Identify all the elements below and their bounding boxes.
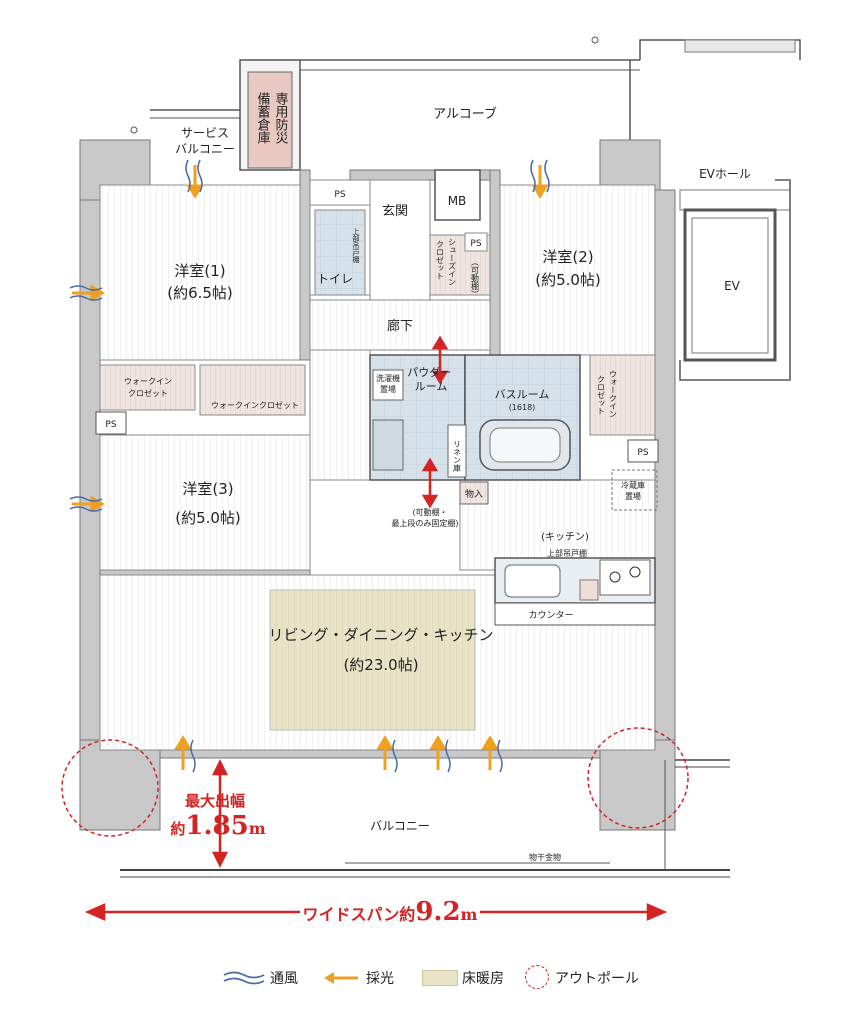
label-ev-hall: EVホール — [699, 167, 751, 181]
label-walkin3-col2: クロゼット — [597, 375, 606, 415]
label-bath-size: (1618) — [509, 403, 536, 412]
legend-outpole: アウトポール — [555, 971, 639, 987]
label-ps-shoe: PS — [470, 239, 481, 249]
label-toilet: トイレ — [317, 272, 353, 286]
ev-shaft — [679, 179, 791, 381]
walls — [79, 139, 791, 831]
span-value-line: ワイドスパン約9.2m — [303, 897, 478, 927]
label-ps-right: PS — [637, 448, 648, 458]
span-value: 9.2 — [415, 897, 460, 927]
label-service-balcony-2: バルコニー — [175, 142, 235, 156]
label-room3: 洋室(3) — [182, 480, 233, 498]
closets — [95, 354, 659, 463]
legend: 通風 採光 床暖房 アウトポール — [0, 960, 842, 1000]
depth-value-line: 約1.85m — [170, 811, 265, 841]
depth-prefix: 約 — [170, 820, 185, 838]
passage-arrows — [84, 335, 668, 921]
kitchen-unit — [494, 557, 656, 626]
label-shelf-note-2: 最上段のみ固定棚) — [391, 518, 458, 528]
label-washer-1: 洗濯機 — [376, 373, 400, 383]
label-room2: 洋室(2) — [542, 248, 593, 266]
label-corridor: 廊下 — [387, 318, 413, 334]
label-fridge-1: 冷蔵庫 — [621, 480, 645, 490]
label-walkin2: ウォークインクロゼット — [211, 400, 299, 410]
label-room3-size: (約5.0帖) — [175, 509, 241, 527]
label-storage-small: 物入 — [465, 488, 483, 500]
legend-floor-heating: 床暖房 — [462, 971, 504, 987]
label-walkin1-2: クロゼット — [128, 388, 168, 398]
label-ev: EV — [724, 279, 741, 293]
wind-icon — [223, 971, 265, 985]
label-powder-2: ルーム — [415, 380, 448, 393]
label-balcony: バルコニー — [370, 819, 430, 833]
label-room1-size: (約6.5帖) — [167, 284, 233, 302]
label-upper-toilet: 上部吊戸棚 — [352, 227, 360, 264]
label-fridge-2: 置場 — [625, 491, 641, 501]
light-icon — [324, 972, 358, 984]
label-shelf-note-1: (可動棚・ — [412, 507, 447, 517]
balcony-area — [120, 759, 730, 878]
wind-marks — [69, 159, 550, 773]
label-shoe-col2: クロゼット — [436, 240, 445, 280]
label-powder: パウダー ルーム — [407, 365, 455, 393]
label-drying: 物干金物 — [529, 852, 561, 862]
label-upper-cabinet-kitchen: 上部吊戸棚 — [547, 548, 587, 558]
label-ps-left: PS — [105, 420, 116, 430]
dimension-callouts: 最大出幅 約1.85m ワイドスパン約9.2m — [170, 792, 477, 927]
label-ldk: リビング・ダイニング・キッチン — [268, 626, 493, 644]
labels: アルコーブ EVホール EV MB PS PS PS PS 玄関 トイレ 廊下 … — [105, 106, 750, 862]
outpole-markers — [61, 727, 689, 837]
label-walkin3-col1: ウォークイン — [609, 370, 618, 418]
label-alcove: アルコーブ — [433, 106, 497, 122]
label-washer-2: 置場 — [380, 384, 396, 394]
label-shoe-shelf: （可動棚） — [471, 258, 480, 298]
label-entrance: 玄関 — [382, 204, 408, 219]
label-counter: カウンター — [528, 610, 573, 621]
depth-label: 最大出幅 — [185, 792, 245, 810]
wet-areas — [369, 354, 658, 511]
vertical-labels: 専用防災 備蓄倉庫 シューズイン クロゼット （可動棚） 上部吊戸棚 リネン庫 … — [255, 91, 618, 473]
label-room1: 洋室(1) — [174, 262, 225, 280]
label-service-balcony-1: サービス — [181, 126, 229, 140]
label-mb: MB — [448, 194, 467, 208]
span-unit: m — [461, 905, 478, 924]
label-ldk-size: (約23.0帖) — [343, 656, 418, 674]
top-structures — [130, 36, 801, 171]
label-storage-col2: 備蓄倉庫 — [255, 91, 271, 144]
label-ps-top: PS — [334, 190, 345, 200]
outpole-icon — [525, 965, 549, 989]
label-shoe-col1: シューズイン — [448, 238, 457, 286]
label-storage-col1: 専用防災 — [273, 92, 289, 144]
span-label: ワイドスパン約 — [303, 905, 416, 924]
label-linen: リネン庫 — [453, 440, 462, 473]
light-arrows — [72, 165, 549, 770]
label-walkin1-1: ウォークイン — [124, 377, 172, 386]
legend-light: 採光 — [366, 971, 394, 987]
floors — [99, 169, 656, 751]
label-kitchen: (キッチン) — [541, 531, 589, 543]
legend-wind: 通風 — [270, 971, 298, 987]
label-powder-1: パウダー — [407, 365, 451, 379]
label-bath: バスルーム — [495, 388, 550, 401]
label-room2-size: (約5.0帖) — [535, 271, 601, 289]
depth-value: 1.85 — [185, 811, 248, 841]
depth-unit: m — [249, 819, 266, 838]
floor-heating-swatch — [422, 970, 458, 986]
